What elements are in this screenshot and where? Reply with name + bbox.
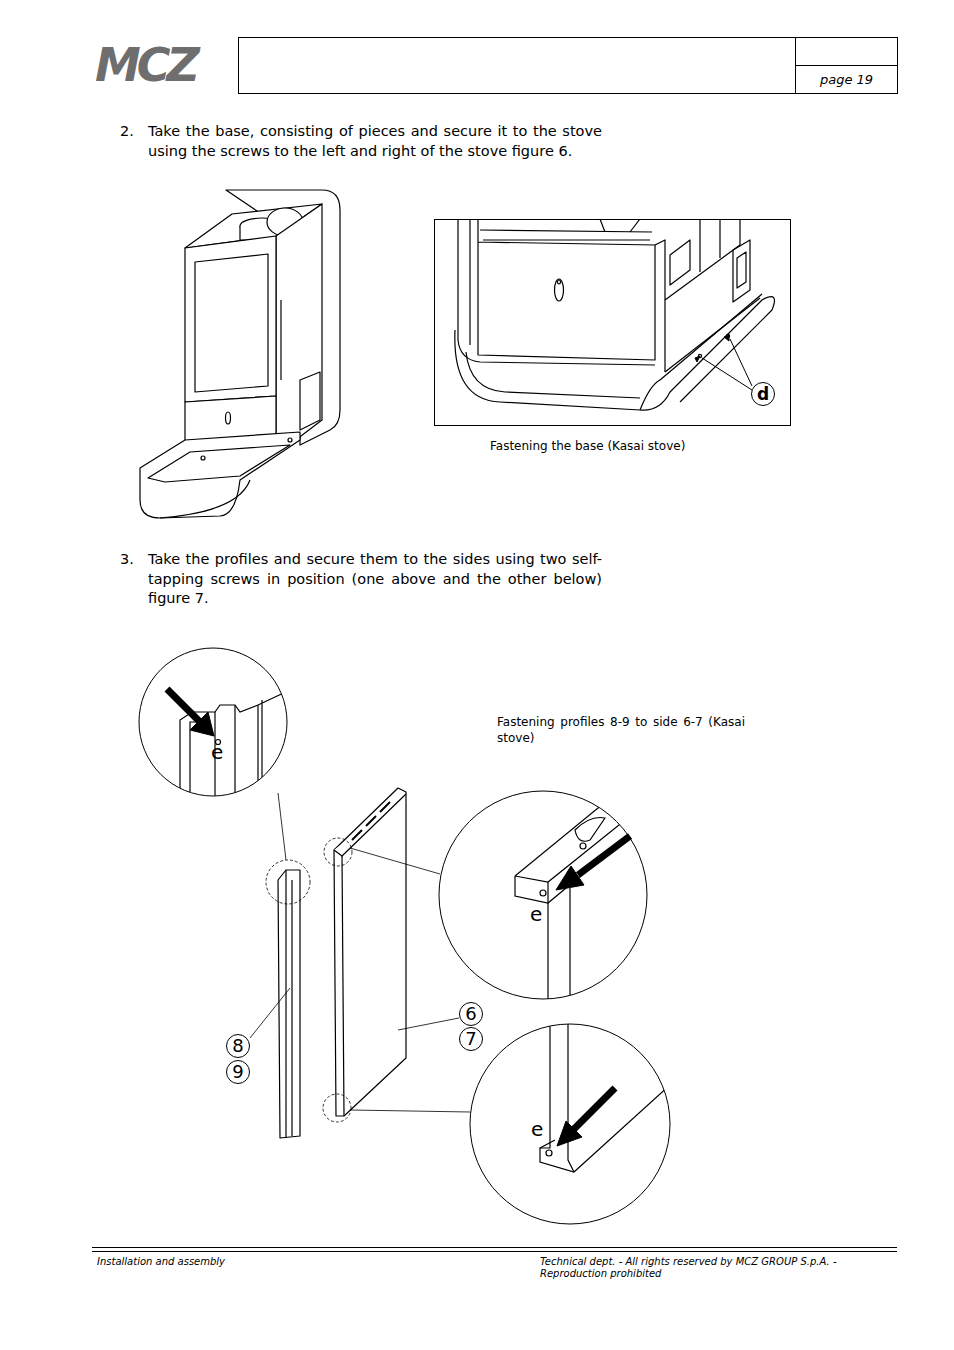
step-number: 3.	[120, 550, 146, 570]
footer-rule	[92, 1248, 897, 1252]
figure-caption: Fastening the base (Kasai stove)	[490, 439, 720, 453]
callout-number: 6	[465, 1005, 476, 1023]
footer-text: Installation and assembly	[97, 1256, 397, 1268]
callout-circle: d	[751, 382, 775, 406]
stove-drawing	[140, 190, 340, 518]
side-panel	[334, 788, 406, 1116]
position-letter: e	[211, 740, 231, 764]
base-detail	[455, 219, 775, 410]
leader-lines	[250, 793, 470, 1112]
callout-number: d	[757, 386, 769, 403]
detail-frame	[435, 220, 791, 426]
panel-top-detail	[515, 790, 660, 1000]
arrows	[167, 689, 630, 1146]
leader-lines	[695, 335, 752, 390]
page-number: page 19	[820, 72, 895, 88]
brand-logo: MCZ	[95, 38, 235, 93]
instruction-text: Take the base, consisting of pieces and …	[148, 122, 602, 161]
detail-circles	[139, 648, 670, 1224]
callout-circle: 9	[226, 1060, 250, 1084]
callout-circle: 6	[459, 1002, 483, 1026]
position-letter: e	[530, 902, 550, 926]
callout-number: 9	[232, 1063, 243, 1081]
profile-detail	[180, 690, 290, 800]
footer-text: Technical dept. - All rights reserved by…	[540, 1256, 870, 1280]
profile-part	[278, 870, 300, 1138]
panel-bottom-detail	[540, 1020, 670, 1172]
small-circles	[266, 838, 352, 1122]
callout-number: 8	[232, 1037, 243, 1055]
callout-circle: 7	[459, 1027, 483, 1051]
header-frame	[239, 38, 898, 94]
callout-circle: 8	[226, 1034, 250, 1058]
figure-caption: Fastening profiles 8-9 to side 6-7 (Kasa…	[497, 714, 745, 746]
step-number: 2.	[120, 122, 146, 142]
position-letter: e	[531, 1117, 551, 1141]
callout-number: 7	[465, 1030, 476, 1048]
instruction-text: Take the profiles and secure them to the…	[148, 550, 602, 609]
